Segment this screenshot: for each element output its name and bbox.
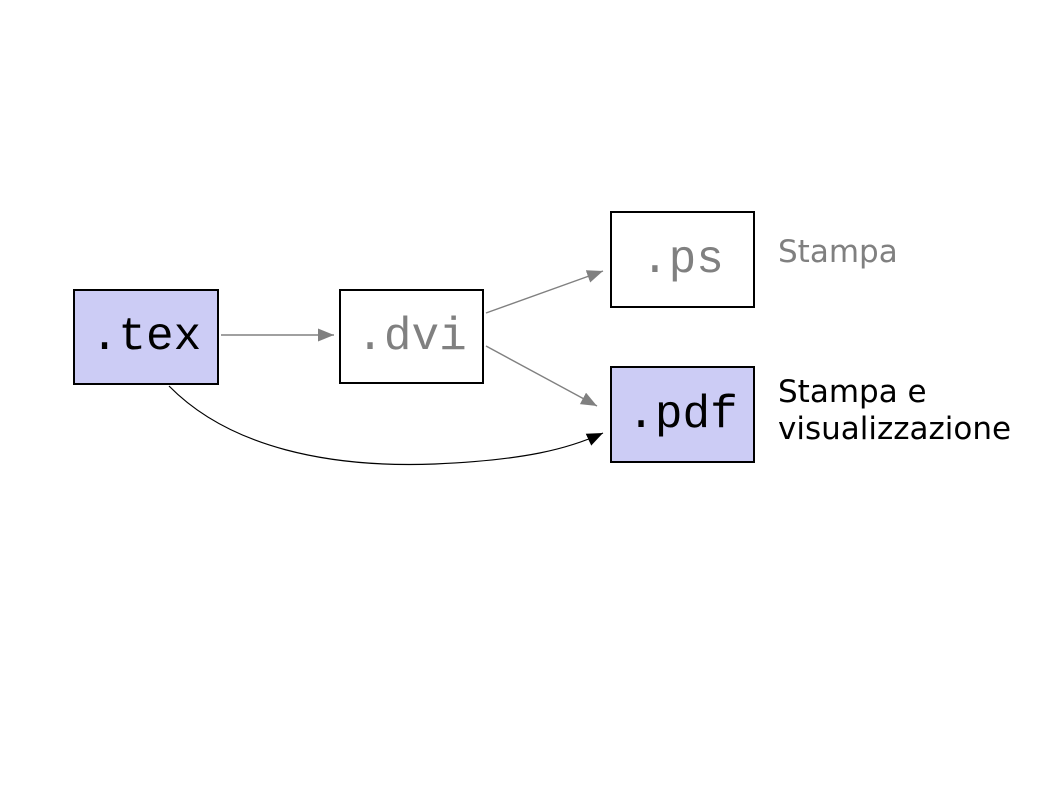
node-pdf: .pdf: [610, 366, 755, 463]
node-ps-label: .ps: [641, 233, 724, 286]
edge-dvi-to-pdf-arrow: [485, 345, 598, 407]
node-ps: .ps: [610, 211, 755, 308]
node-tex-label: .tex: [90, 311, 202, 363]
ps-annotation: Stampa: [778, 234, 898, 270]
node-dvi-label: .dvi: [356, 310, 467, 363]
edge-dvi-to-ps-arrow: [485, 270, 604, 314]
node-tex: .tex: [73, 289, 219, 385]
node-dvi: .dvi: [339, 289, 484, 384]
node-pdf-label: .pdf: [627, 388, 738, 441]
edge-tex-to-pdf-curved-arrow: [168, 385, 604, 466]
pdf-annotation: Stampa e visualizzazione: [778, 374, 1012, 448]
